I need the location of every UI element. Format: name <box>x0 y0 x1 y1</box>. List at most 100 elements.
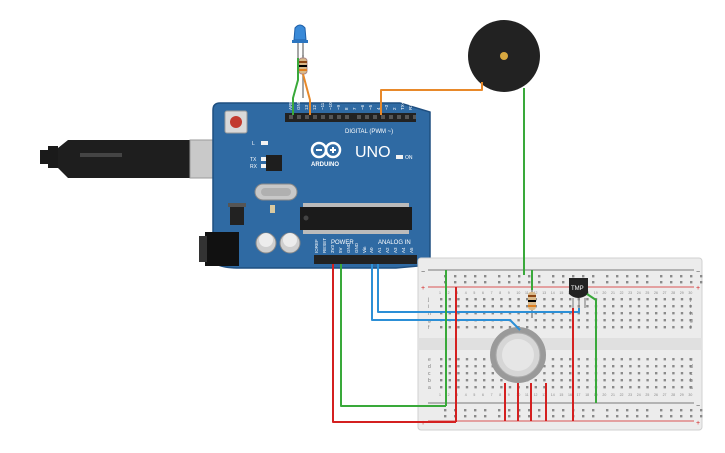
breadboard-hole[interactable] <box>680 386 684 389</box>
breadboard-hole[interactable] <box>629 319 632 322</box>
breadboard-hole[interactable] <box>448 312 451 315</box>
breadboard-hole[interactable] <box>500 312 503 315</box>
breadboard-rail-hole[interactable] <box>464 275 467 278</box>
breadboard-hole[interactable] <box>637 305 641 308</box>
breadboard-hole[interactable] <box>620 358 623 361</box>
breadboard-rail-hole[interactable] <box>680 275 683 278</box>
wire-tmp-gnd[interactable] <box>586 293 597 403</box>
breadboard-hole[interactable] <box>637 319 641 322</box>
breadboard-hole[interactable] <box>663 386 666 389</box>
breadboard-hole[interactable] <box>620 319 623 322</box>
breadboard-rail-hole[interactable] <box>484 409 487 412</box>
breadboard-rail-hole[interactable] <box>670 415 673 418</box>
breadboard-hole[interactable] <box>689 372 692 375</box>
breadboard-hole[interactable] <box>637 358 641 361</box>
breadboard-hole[interactable] <box>457 372 460 375</box>
breadboard-hole[interactable] <box>474 298 477 301</box>
breadboard-hole[interactable] <box>517 298 520 301</box>
breadboard-rail-hole[interactable] <box>454 281 457 284</box>
breadboard-hole[interactable] <box>526 326 529 329</box>
breadboard-hole[interactable] <box>526 298 529 301</box>
breadboard-hole[interactable] <box>508 386 512 389</box>
breadboard-hole[interactable] <box>612 358 615 361</box>
breadboard-hole[interactable] <box>663 305 666 308</box>
breadboard-hole[interactable] <box>672 319 675 322</box>
breadboard-hole[interactable] <box>689 386 692 389</box>
breadboard-hole[interactable] <box>689 305 692 308</box>
breadboard-hole[interactable] <box>655 358 658 361</box>
breadboard-hole[interactable] <box>560 386 563 389</box>
breadboard-rail-hole[interactable] <box>592 275 595 278</box>
breadboard-hole[interactable] <box>577 298 580 301</box>
breadboard-hole[interactable] <box>483 312 486 315</box>
breadboard-hole[interactable] <box>448 379 451 382</box>
breadboard-rail-hole[interactable] <box>508 281 511 284</box>
breadboard-rail-hole[interactable] <box>660 281 663 284</box>
breadboard-rail-hole[interactable] <box>690 415 693 418</box>
breadboard-hole[interactable] <box>526 386 529 389</box>
breadboard-rail-hole[interactable] <box>562 409 565 412</box>
breadboard-rail-hole[interactable] <box>680 281 683 284</box>
breadboard-hole[interactable] <box>448 372 451 375</box>
breadboard-hole[interactable] <box>680 319 684 322</box>
breadboard-hole[interactable] <box>474 365 477 368</box>
breadboard-hole[interactable] <box>448 365 451 368</box>
breadboard-hole[interactable] <box>551 326 555 329</box>
breadboard-hole[interactable] <box>457 326 460 329</box>
breadboard-hole[interactable] <box>629 326 632 329</box>
breadboard-hole[interactable] <box>680 305 684 308</box>
breadboard-hole[interactable] <box>560 358 563 361</box>
breadboard-hole[interactable] <box>465 365 469 368</box>
breadboard-hole[interactable] <box>569 319 572 322</box>
breadboard-hole[interactable] <box>689 319 692 322</box>
breadboard-hole[interactable] <box>612 305 615 308</box>
breadboard-rail-hole[interactable] <box>528 275 531 278</box>
breadboard-hole[interactable] <box>663 312 666 315</box>
breadboard-rail-hole[interactable] <box>528 409 531 412</box>
breadboard-hole[interactable] <box>526 305 529 308</box>
breadboard-hole[interactable] <box>543 326 546 329</box>
breadboard-hole[interactable] <box>551 379 555 382</box>
breadboard-hole[interactable] <box>560 372 563 375</box>
breadboard-rail-hole[interactable] <box>606 275 609 278</box>
breadboard-rail-hole[interactable] <box>518 409 521 412</box>
breadboard-hole[interactable] <box>465 372 469 375</box>
breadboard-rail-hole[interactable] <box>680 409 683 412</box>
breadboard-hole[interactable] <box>577 372 580 375</box>
breadboard-rail-hole[interactable] <box>464 281 467 284</box>
breadboard-hole[interactable] <box>517 305 520 308</box>
breadboard-rail-hole[interactable] <box>582 415 585 418</box>
breadboard-hole[interactable] <box>629 365 632 368</box>
breadboard-hole[interactable] <box>629 358 632 361</box>
breadboard-rail-hole[interactable] <box>616 409 619 412</box>
breadboard-hole[interactable] <box>551 365 555 368</box>
breadboard-hole[interactable] <box>491 305 494 308</box>
breadboard-hole[interactable] <box>560 326 563 329</box>
breadboard-hole[interactable] <box>612 312 615 315</box>
wire-a0[interactable] <box>371 264 521 331</box>
breadboard-hole[interactable] <box>440 326 443 329</box>
breadboard-hole[interactable] <box>655 326 658 329</box>
breadboard-rail-hole[interactable] <box>700 281 703 284</box>
breadboard-hole[interactable] <box>577 379 580 382</box>
breadboard-hole[interactable] <box>603 326 606 329</box>
breadboard-hole[interactable] <box>586 305 589 308</box>
breadboard-hole[interactable] <box>474 379 477 382</box>
breadboard-hole[interactable] <box>620 298 623 301</box>
breadboard-hole[interactable] <box>543 372 546 375</box>
breadboard-hole[interactable] <box>440 372 443 375</box>
breadboard-rail-hole[interactable] <box>562 415 565 418</box>
breadboard-hole[interactable] <box>620 305 623 308</box>
wire-buzzer-pin[interactable] <box>380 82 483 115</box>
breadboard-hole[interactable] <box>560 298 563 301</box>
breadboard-rail-hole[interactable] <box>646 409 649 412</box>
breadboard-hole[interactable] <box>440 298 443 301</box>
breadboard-hole[interactable] <box>457 305 460 308</box>
breadboard-hole[interactable] <box>560 305 563 308</box>
breadboard-hole[interactable] <box>500 379 503 382</box>
breadboard-hole[interactable] <box>534 326 537 329</box>
breadboard-rail-hole[interactable] <box>484 281 487 284</box>
breadboard-hole[interactable] <box>560 379 563 382</box>
breadboard-hole[interactable] <box>448 326 451 329</box>
breadboard-hole[interactable] <box>637 372 641 375</box>
